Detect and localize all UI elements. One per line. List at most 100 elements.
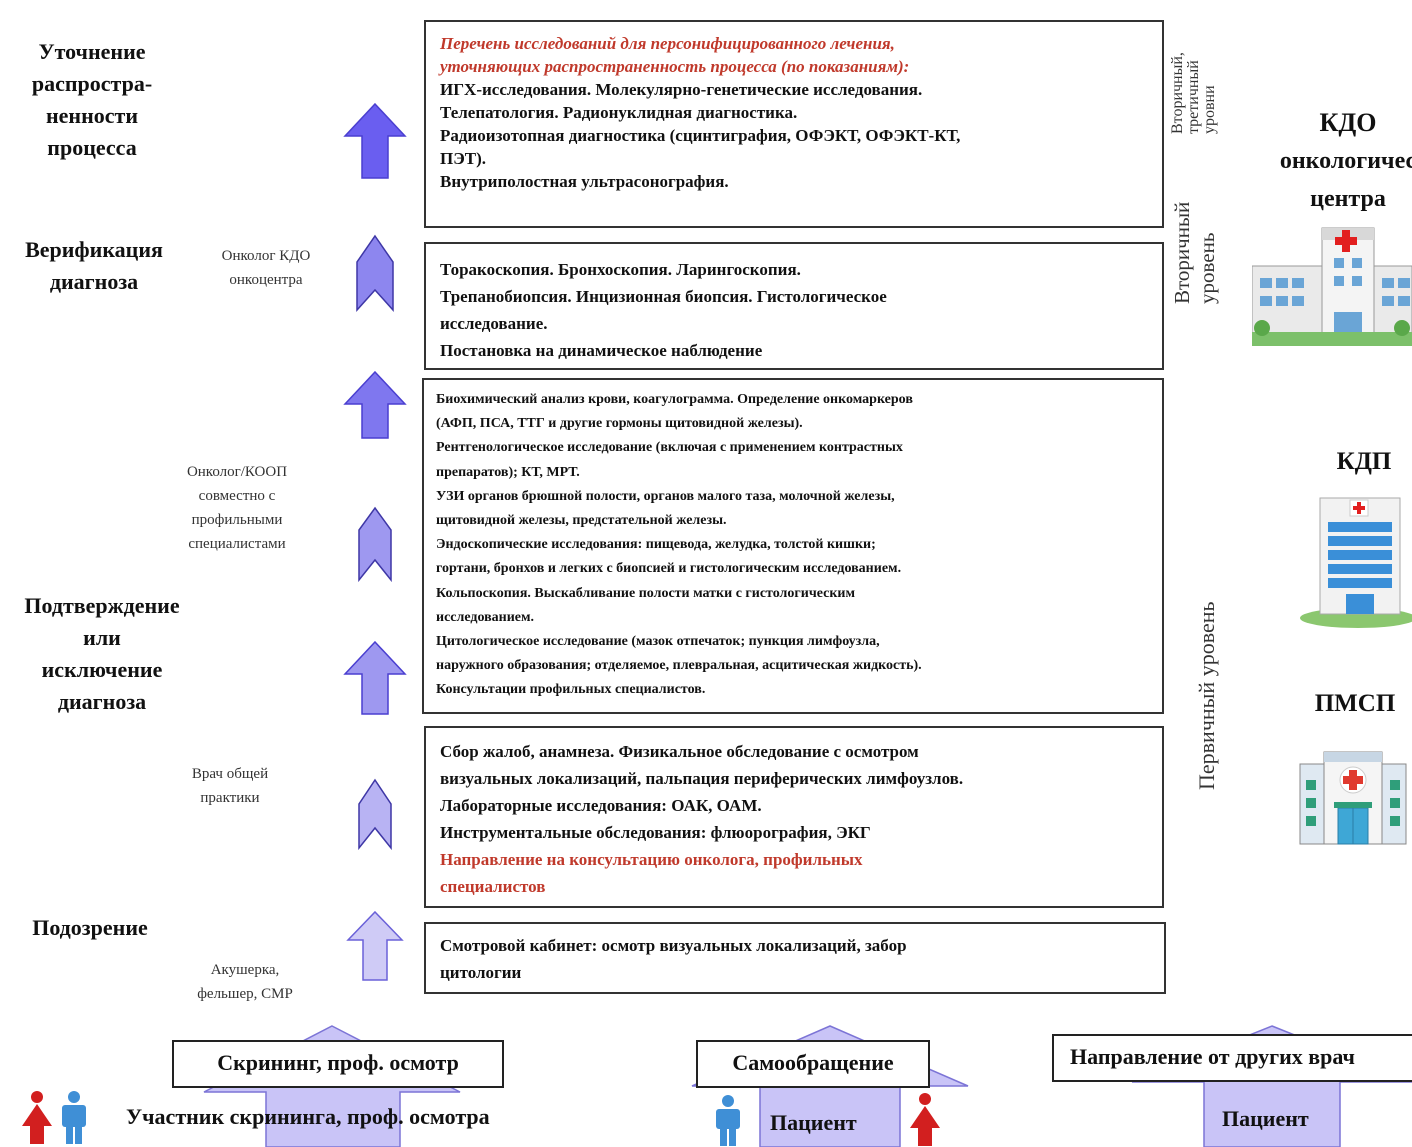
hospital-tower-icon [1300,497,1412,628]
box-line: Сбор жалоб, анамнеза. Физикальное обслед… [440,742,919,761]
female-person-icon [910,1093,940,1146]
box-line: Радиоизотопная диагностика (сцинтиграфия… [440,126,961,145]
stage-line: Уточнение [38,39,146,64]
patient-label-2: Пациент [1222,1106,1309,1131]
female-person-icon [22,1091,52,1144]
box-red-line: Перечень исследований для персонифициров… [440,34,895,53]
role-line: специалистами [188,536,286,552]
box-verification-procedures: Торакоскопия. Бронхоскопия. Ларингоскопи… [424,242,1164,370]
box-line: цитологии [440,963,522,982]
box-line: Телепатология. Радионуклидная диагностик… [440,103,798,122]
chevron-up-icon [356,234,394,312]
level-secondary: Вторичный уровень [1170,202,1220,304]
level-primary: Первичный уровень [1193,601,1221,790]
stage-label-confirm: Подтверждение или исключение диагноза [4,590,200,718]
box-red-line: Направление на консультацию онколога, пр… [440,850,863,869]
level-secondary-tertiary: Вторичный, третичный уровни [1169,52,1218,134]
facility-line: ПМСП [1314,690,1396,717]
chevron-up-icon [358,778,392,851]
level-line: уровень [1195,232,1219,304]
box-line: гортани, бронхов и легких с биопсией и г… [436,561,902,577]
box-personalized-treatment-tests: Перечень исследований для персонифициров… [424,20,1164,228]
box-line: (АФП, ПСА, ТТГ и другие гормоны щитовидн… [436,416,803,432]
box-red-line: специалистов [440,877,546,896]
role-line: совместно с [198,488,276,504]
box-line: Постановка на динамическое наблюдение [440,341,763,360]
role-label-gp: Врач общей практики [170,762,290,810]
entry-self-referral: Самообращение [696,1040,930,1088]
facility-line: КДО [1319,108,1377,137]
chevron-up-icon [358,506,392,583]
up-arrow-icon [346,910,404,981]
box-line: визуальных локализаций, пальпация перифе… [440,769,964,788]
stage-line: распростра- [31,71,153,96]
stage-line: диагноза [57,689,147,714]
box-line: Эндоскопические исследования: пищевода, … [436,537,876,553]
stage-line: исключение [41,657,163,682]
facility-line: КДП [1336,448,1392,475]
up-arrow-icon [343,640,407,715]
box-examination-room: Смотровой кабинет: осмотр визуальных лок… [424,922,1166,994]
box-line: исследование. [440,314,548,333]
box-primary-examination: Сбор жалоб, анамнеза. Физикальное обслед… [424,726,1164,908]
box-confirmation-tests: Биохимический анализ крови, коагулограмм… [422,378,1164,714]
box-red-line: уточняющих распространенность процесса (… [440,57,910,76]
box-line: Внутриполостная ультрасонография. [440,172,729,191]
role-line: Онколог КДО [221,248,311,264]
male-person-icon [62,1091,86,1144]
level-line: Вторичный [1170,201,1194,304]
box-line: ИГХ-исследования. Молекулярно-генетическ… [440,80,923,99]
stage-label-suspicion: Подозрение [10,912,170,944]
stage-line: или [83,625,121,650]
role-line: онкоцентра [229,272,303,288]
up-arrow-icon [343,370,407,439]
stage-line: Подтверждение [24,593,180,618]
box-line: Лабораторные исследования: ОАК, ОАМ. [440,796,762,815]
role-label-oncologist-kdo: Онколог КДО онкоцентра [196,244,336,292]
hospital-large-icon [1252,227,1412,346]
arrows-column [343,102,407,981]
facility-kdo-title: КДО онкологичес центра [1238,104,1412,218]
box-line: Рентгенологическое исследование (включая… [436,440,903,456]
role-line: фельшер, СМР [197,986,293,1002]
box-line: Кольпоскопия. Выскабливание полости матк… [436,585,855,601]
box-line: Биохимический анализ крови, коагулограмм… [436,392,913,407]
box-line: Цитологическое исследование (мазок отпеч… [436,634,880,650]
box-line: Инструментальные обследования: флюорогра… [440,823,871,842]
facility-line: онкологичес [1279,148,1412,174]
male-person-icon [716,1095,740,1146]
box-line: препаратов); КТ, МРТ. [436,464,580,480]
box-line: наружного образования; отделяемое, плевр… [436,658,922,674]
entry-referral: Направление от других врач [1052,1034,1412,1082]
stage-label-refine: Уточнение распростра- ненности процесса [18,36,166,164]
role-label-oncologist-koop: Онколог/КООП совместно с профильными спе… [162,460,312,556]
box-line: исследованием. [436,609,535,625]
stage-line: ненности [45,103,139,128]
role-line: Врач общей [191,766,269,782]
facility-pmsp-title: ПМСП [1300,690,1410,718]
role-label-midwife: Акушерка, фельшер, СМР [180,958,310,1006]
role-line: практики [200,790,260,806]
level-line: Вторичный, [1169,52,1186,134]
stage-line: Подозрение [32,915,148,940]
box-line: Консультации профильных специалистов. [436,682,706,698]
screening-participant-label: Участник скрининга, проф. осмотра [126,1104,490,1129]
stage-line: диагноза [49,269,139,294]
entry-screening: Скрининг, проф. осмотр [172,1040,504,1088]
up-arrow-icon [343,102,407,179]
stage-line: процесса [47,135,137,160]
patient-label-1: Пациент [770,1110,857,1135]
box-line: Смотровой кабинет: осмотр визуальных лок… [440,936,907,955]
level-line: уровни [1201,85,1218,134]
box-line: ПЭТ). [440,149,487,168]
level-line: третичный [1185,60,1202,134]
role-line: Акушерка, [210,962,280,978]
stage-label-verify: Верификация диагноза [6,234,182,298]
box-line: Трепанобиопсия. Инцизионная биопсия. Гис… [440,287,887,306]
box-line: щитовидной железы, предстательной железы… [436,513,727,529]
box-line: Торакоскопия. Бронхоскопия. Ларингоскопи… [440,260,801,279]
stage-line: Верификация [25,237,163,262]
role-line: профильными [191,512,283,528]
facility-line: центра [1310,186,1386,212]
clinic-icon [1299,751,1407,845]
